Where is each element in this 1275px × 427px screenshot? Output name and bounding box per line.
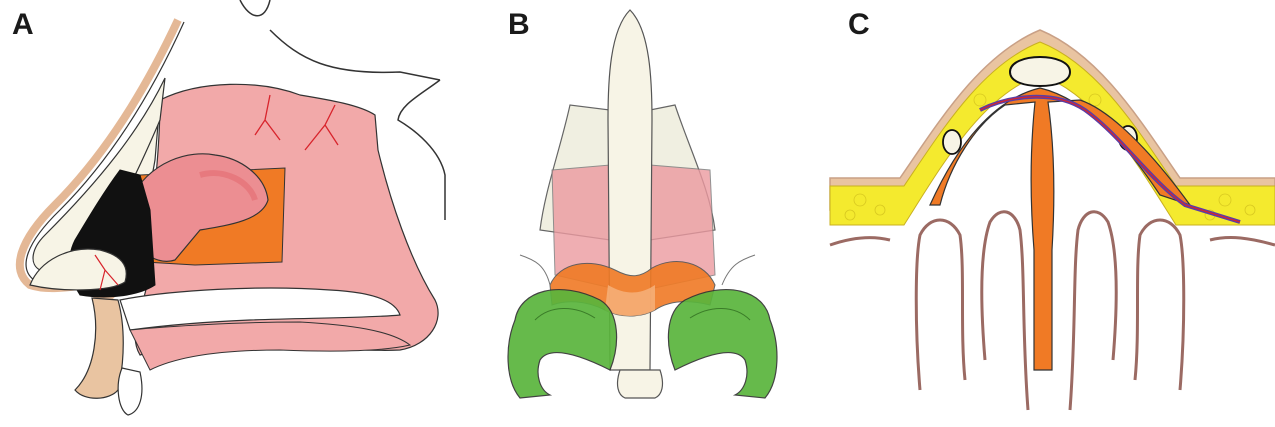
panel-label-a: A (12, 10, 34, 40)
panel-b-frontal-view: B (490, 0, 800, 427)
cranial-base-line (270, 30, 440, 80)
frontal-nasal-illustration (490, 0, 800, 427)
lower-lateral-right (668, 290, 777, 398)
lower-lateral-left (508, 290, 617, 398)
incisor-tooth (118, 368, 142, 415)
coronal-nasal-illustration (830, 0, 1275, 427)
upper-lip (75, 298, 123, 398)
panel-label-c: C (848, 10, 870, 40)
panel-label-b: B (508, 10, 530, 40)
sagittal-nasal-illustration (0, 0, 470, 427)
panel-c-coronal-view: C (830, 0, 1275, 427)
oral-mucosa (130, 322, 410, 370)
alar-rim-left (520, 255, 550, 285)
columella-base (618, 370, 663, 398)
alar-rim-right (722, 255, 755, 285)
panel-a-sagittal-view: A (0, 0, 470, 427)
nasal-bone-nodule (1010, 57, 1070, 86)
sphenoid-outline (398, 80, 445, 220)
skull-outline (240, 0, 270, 16)
lateral-nodule-left (943, 130, 961, 154)
orange-cartilage-arch (930, 88, 1190, 370)
